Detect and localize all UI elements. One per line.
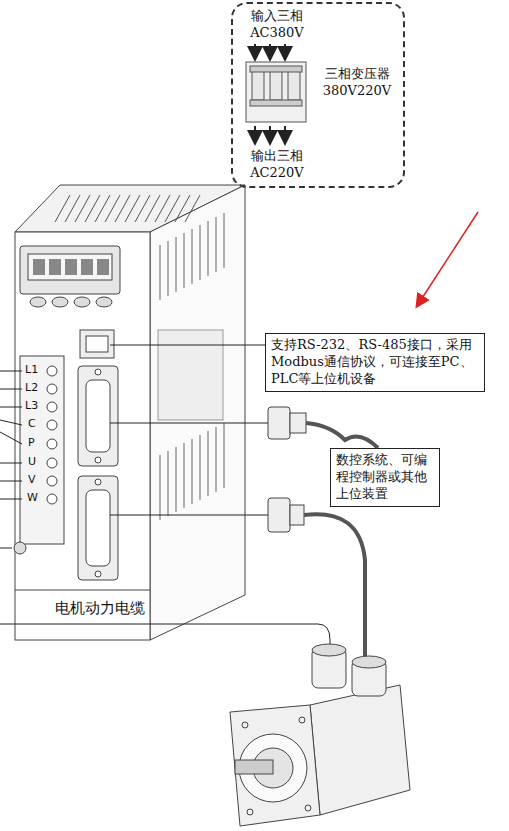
dashed-group: 输入三相 AC380V 三相变压器 380V220V 输出三相 AC220V bbox=[231, 2, 405, 188]
terminal-label: U bbox=[28, 456, 36, 468]
cable-label: 电机动力电缆 bbox=[55, 600, 145, 617]
node-text: 支持RS-232、RS-485接口，采用Modbus通信协议，可连接至PC、PL… bbox=[271, 337, 479, 388]
terminal-label: C bbox=[28, 418, 36, 430]
terminal-label: L2 bbox=[25, 382, 38, 394]
cable-plug bbox=[268, 407, 378, 668]
terminal-label: L3 bbox=[25, 400, 38, 412]
callout-box: 支持RS-232、RS-485接口，采用Modbus通信协议，可连接至PC、PL… bbox=[265, 333, 485, 392]
node-text: 三相变压器 380V220V bbox=[311, 66, 403, 100]
terminal-label: P bbox=[28, 437, 35, 449]
callout-box: 数控系统、可编程控制器或其他上位装置 bbox=[330, 448, 440, 507]
node-text: 输出三相 AC220V bbox=[241, 148, 313, 182]
pointer-arrow bbox=[417, 212, 478, 306]
servo-motor bbox=[230, 644, 410, 826]
leader-line bbox=[0, 345, 330, 662]
terminal-label: L1 bbox=[25, 364, 38, 376]
node-text: 输入三相 AC380V bbox=[241, 8, 313, 42]
transformer-symbol bbox=[246, 44, 306, 142]
servo-drive bbox=[0, 185, 245, 640]
terminal-label: V bbox=[28, 474, 36, 486]
node-text: 数控系统、可编程控制器或其他上位装置 bbox=[336, 452, 434, 503]
terminal-label: W bbox=[27, 492, 38, 504]
